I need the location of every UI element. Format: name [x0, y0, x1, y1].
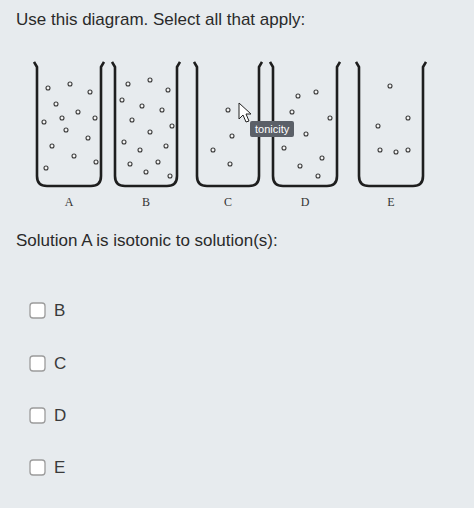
checkboxes	[30, 303, 45, 475]
solute-particle	[164, 144, 168, 148]
solute-particle	[394, 150, 398, 154]
solute-particle	[50, 144, 54, 148]
solute-particle	[64, 128, 68, 132]
solute-particle	[406, 116, 410, 120]
solute-particle	[140, 104, 144, 108]
solute-particle	[314, 90, 318, 94]
solute-particle	[126, 82, 130, 86]
solute-particle	[44, 166, 48, 170]
option-label: D	[54, 406, 66, 426]
beaker: B	[111, 60, 181, 210]
checkbox	[30, 460, 45, 475]
solute-particle	[166, 88, 170, 92]
beaker-label: E	[387, 195, 394, 210]
solute-particle	[328, 116, 332, 120]
solute-particle	[148, 130, 152, 134]
cursor-arrow	[239, 103, 251, 122]
checkbox	[30, 303, 45, 318]
beaker-outline	[355, 60, 427, 210]
solute-particle	[226, 108, 230, 112]
beaker-glass	[112, 62, 180, 186]
checkbox	[30, 356, 45, 371]
solute-particle	[138, 148, 142, 152]
solute-particle	[54, 102, 58, 106]
solute-particle	[148, 78, 152, 82]
beaker-glass	[356, 62, 426, 186]
tooltip-text: tonicity	[255, 123, 289, 135]
solute-particle	[160, 108, 164, 112]
solute-particle	[72, 154, 76, 158]
beaker-glass	[34, 62, 104, 186]
solute-particle	[376, 124, 380, 128]
tooltip: tonicity	[250, 121, 294, 137]
solute-particle	[46, 86, 50, 90]
solute-particle	[211, 148, 215, 152]
solute-particle	[93, 116, 97, 120]
solute-particle	[406, 148, 410, 152]
solute-particle	[120, 98, 124, 102]
solute-particle	[298, 164, 302, 168]
solute-particle	[88, 90, 92, 94]
beaker-outline	[111, 60, 181, 210]
solute-particle	[228, 162, 232, 166]
option-label: B	[54, 301, 65, 321]
solute-particles	[42, 78, 410, 178]
beaker-label: D	[301, 195, 310, 210]
solute-particle	[388, 84, 392, 88]
solute-particle	[378, 148, 382, 152]
solute-particle	[94, 160, 98, 164]
beaker-label: C	[224, 195, 232, 210]
beaker: E	[355, 60, 427, 210]
beaker-label: B	[142, 195, 150, 210]
solute-particle	[156, 160, 160, 164]
option-label: E	[54, 458, 65, 478]
question-text: Solution A is isotonic to solution(s):	[16, 231, 278, 251]
solute-particle	[296, 94, 300, 98]
solute-particle	[290, 110, 294, 114]
beaker-label: A	[65, 195, 74, 210]
beaker-outline	[33, 60, 105, 210]
solute-particle	[304, 132, 308, 136]
option-label: C	[54, 354, 66, 374]
solute-particle	[122, 140, 126, 144]
solute-particle	[144, 170, 148, 174]
beaker: A	[33, 60, 105, 210]
solute-particle	[168, 174, 172, 178]
checkbox	[30, 408, 45, 423]
solute-particle	[60, 116, 64, 120]
solute-particle	[230, 134, 234, 138]
solute-particle	[316, 174, 320, 178]
solute-particle	[170, 124, 174, 128]
solute-particle	[282, 146, 286, 150]
solute-particle	[42, 120, 46, 124]
solute-particle	[68, 82, 72, 86]
solute-particle	[76, 110, 80, 114]
solute-particle	[86, 136, 90, 140]
solute-particle	[128, 162, 132, 166]
mouse-cursor	[238, 102, 254, 124]
solute-particle	[320, 156, 324, 160]
question-title: Use this diagram. Select all that apply:	[16, 10, 305, 30]
solute-particle	[130, 118, 134, 122]
